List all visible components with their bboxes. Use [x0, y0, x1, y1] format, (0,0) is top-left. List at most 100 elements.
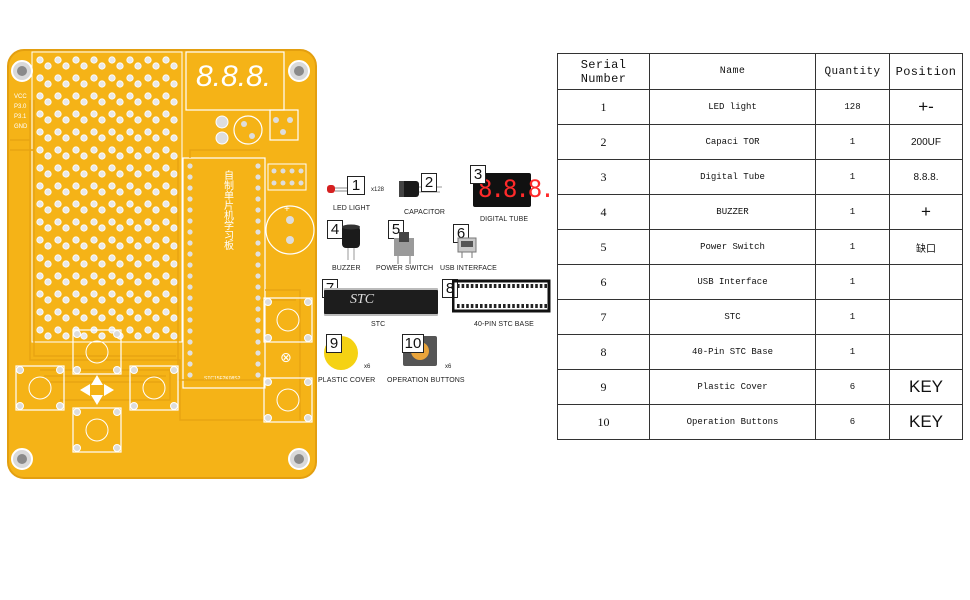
cell-quantity: 1 — [815, 194, 890, 230]
header-pin-holes — [271, 168, 304, 186]
header-quantity: Quantity — [815, 53, 890, 90]
direction-arrows — [80, 375, 114, 405]
chip-marking: STC15F2K08S2 — [204, 376, 241, 382]
badge-2: 2 — [421, 173, 437, 192]
badge-10: 10 — [402, 334, 424, 353]
label-led: LED LIGHT — [333, 205, 371, 212]
buzzer-footprint — [265, 205, 315, 255]
label-plastic-cover: PLASTIC COVER — [318, 377, 376, 384]
cell-position: + — [889, 194, 963, 230]
display-outline — [185, 51, 285, 111]
cell-position — [889, 334, 963, 370]
header-position: Position — [889, 53, 963, 90]
cell-name: BUZZER — [649, 194, 816, 230]
label-40pin-base: 40-PIN STC BASE — [474, 321, 534, 328]
component-operation-buttons: 10 x6 OPERATION BUTTONS — [385, 334, 465, 386]
component-buzzer: 4 BUZZER — [327, 218, 367, 273]
component-digital-tube: 8.8.8. 3 DIGITAL TUBE — [468, 165, 555, 225]
svg-text:+: + — [284, 204, 290, 215]
badge-1: 1 — [347, 176, 365, 195]
pcb-board: 8.8.8. VCC P3.0 P3.1 GND 自制单片机学习板 STC15F… — [7, 49, 317, 479]
cell-quantity: 1 — [815, 299, 890, 335]
component-stc: 7 STC STC — [322, 279, 440, 334]
component-capacitor: 2 CAPACITOR — [396, 173, 466, 218]
cell-serial: 1 — [557, 89, 650, 125]
buzzer-icon — [342, 224, 360, 260]
label-operation-buttons: OPERATION BUTTONS — [387, 377, 465, 384]
cell-position — [889, 299, 963, 335]
socket-pins — [187, 163, 261, 378]
header-serial-number: Serial Number — [557, 53, 650, 90]
cell-position: +- — [889, 89, 963, 125]
side-label-p30: P3.0 — [14, 104, 27, 110]
cell-serial: 6 — [557, 264, 650, 300]
display-digits: 8.8.8. — [196, 60, 271, 93]
qty-operation-buttons: x6 — [445, 364, 452, 370]
side-label-gnd: GND — [14, 124, 28, 130]
side-label-p31: P3.1 — [14, 114, 27, 120]
header-pins — [267, 163, 307, 191]
cell-serial: 7 — [557, 299, 650, 335]
cross-mark: ⊗ — [280, 350, 292, 366]
label-buzzer: BUZZER — [332, 265, 361, 272]
table-header-row: Serial Number Name Quantity Position — [557, 53, 963, 90]
cell-name: Capaci TOR — [649, 124, 816, 160]
led-matrix — [31, 51, 183, 343]
cell-name: USB Interface — [649, 264, 816, 300]
cell-serial: 4 — [557, 194, 650, 230]
cell-position — [889, 264, 963, 300]
usb-icon — [457, 237, 477, 258]
cell-position: 缺口 — [889, 229, 963, 265]
cell-position: KEY — [889, 404, 963, 440]
cell-name: Operation Buttons — [649, 404, 816, 440]
cell-name: STC — [649, 299, 816, 335]
component-40pin-base: 8 40-PIN STC BASE — [442, 279, 554, 334]
mounting-holes — [11, 60, 310, 470]
cell-quantity: 1 — [815, 334, 890, 370]
cell-position: 8.8.8. — [889, 159, 963, 195]
component-led: 1 x128 LED LIGHT — [325, 176, 384, 216]
qty-led: x128 — [371, 187, 385, 193]
cell-name: Digital Tube — [649, 159, 816, 195]
socket-icon — [452, 279, 551, 313]
power-switch-icon — [394, 232, 414, 264]
label-stc: STC — [371, 321, 386, 328]
badge-3: 3 — [470, 165, 486, 184]
qty-plastic-cover: x6 — [364, 364, 371, 370]
badge-9: 9 — [326, 334, 342, 353]
cell-serial: 3 — [557, 159, 650, 195]
cell-name: LED light — [649, 89, 816, 125]
label-digital-tube: DIGITAL TUBE — [480, 216, 529, 223]
stc-chip-text: STC — [350, 292, 375, 307]
component-power-switch: 5 POWER SWITCH — [376, 218, 436, 273]
chip-socket-outline — [182, 157, 266, 389]
digital-tube-digits: 8.8.8. — [478, 175, 555, 203]
cell-quantity: 1 — [815, 159, 890, 195]
side-label-vcc: VCC — [14, 94, 27, 100]
cell-name: 40-Pin STC Base — [649, 334, 816, 370]
cell-quantity: 6 — [815, 369, 890, 405]
cell-quantity: 1 — [815, 264, 890, 300]
header-name: Name — [649, 53, 816, 90]
cell-name: Power Switch — [649, 229, 816, 265]
cell-serial: 5 — [557, 229, 650, 265]
label-power-switch: POWER SWITCH — [376, 265, 434, 272]
cell-serial: 9 — [557, 369, 650, 405]
cell-quantity: 1 — [815, 124, 890, 160]
cell-serial: 2 — [557, 124, 650, 160]
cell-quantity: 6 — [815, 404, 890, 440]
label-usb: USB INTERFACE — [440, 265, 497, 272]
key-footprints — [15, 297, 313, 453]
cell-position: KEY — [889, 369, 963, 405]
cell-quantity: 128 — [815, 89, 890, 125]
usb-footprint — [269, 109, 299, 141]
